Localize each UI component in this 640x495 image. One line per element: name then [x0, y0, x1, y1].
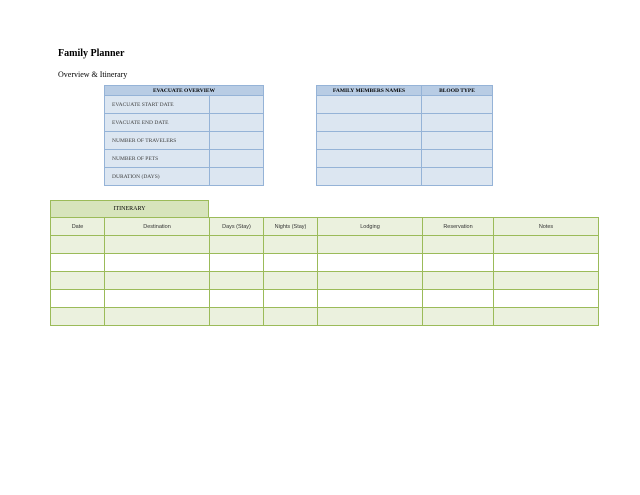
notes-cell[interactable] [493, 289, 599, 308]
nights-stay-cell[interactable] [263, 307, 318, 326]
family-member-name-cell[interactable] [316, 95, 422, 114]
nights-stay-cell[interactable] [263, 253, 318, 272]
reservation-cell[interactable] [422, 235, 494, 254]
blood-type-cell[interactable] [421, 95, 493, 114]
destination-cell[interactable] [104, 253, 210, 272]
number-of-travelers-label: NUMBER OF TRAVELERS [104, 131, 210, 150]
number-of-pets-field[interactable] [209, 149, 264, 168]
duration-days-field[interactable] [209, 167, 264, 186]
table-row: NUMBER OF PETS [104, 149, 264, 168]
blood-type-cell[interactable] [421, 149, 493, 168]
nights-stay-cell[interactable] [263, 289, 318, 308]
reservation-cell[interactable] [422, 307, 494, 326]
date-cell[interactable] [50, 307, 105, 326]
table-row [316, 167, 493, 186]
date-cell[interactable] [50, 235, 105, 254]
notes-column-header: Notes [493, 217, 599, 236]
destination-cell[interactable] [104, 289, 210, 308]
table-row [50, 271, 599, 290]
notes-cell[interactable] [493, 253, 599, 272]
family-member-name-cell[interactable] [316, 149, 422, 168]
notes-cell[interactable] [493, 235, 599, 254]
family-members-table: FAMILY MEMBERS NAMES BLOOD TYPE [316, 85, 493, 186]
number-of-pets-label: NUMBER OF PETS [104, 149, 210, 168]
itinerary-table: Date Destination Days (Stay) Nights (Sta… [50, 217, 599, 326]
family-member-name-cell[interactable] [316, 167, 422, 186]
blood-type-cell[interactable] [421, 167, 493, 186]
notes-cell[interactable] [493, 271, 599, 290]
family-member-name-cell[interactable] [316, 113, 422, 132]
table-row [50, 235, 599, 254]
nights-stay-cell[interactable] [263, 235, 318, 254]
date-cell[interactable] [50, 271, 105, 290]
lodging-cell[interactable] [317, 253, 423, 272]
family-members-names-header: FAMILY MEMBERS NAMES [316, 85, 422, 96]
evacuate-overview-table: EVACUATE OVERVIEW EVACUATE START DATE EV… [104, 85, 264, 186]
days-stay-cell[interactable] [209, 235, 264, 254]
reservation-cell[interactable] [422, 271, 494, 290]
table-row: NUMBER OF TRAVELERS [104, 131, 264, 150]
days-stay-cell[interactable] [209, 253, 264, 272]
number-of-travelers-field[interactable] [209, 131, 264, 150]
table-row [50, 253, 599, 272]
duration-days-label: DURATION (DAYS) [104, 167, 210, 186]
evacuate-overview-heading: EVACUATE OVERVIEW [104, 85, 264, 96]
days-stay-column-header: Days (Stay) [209, 217, 264, 236]
date-column-header: Date [50, 217, 105, 236]
reservation-cell[interactable] [422, 289, 494, 308]
days-stay-cell[interactable] [209, 307, 264, 326]
nights-stay-column-header: Nights (Stay) [263, 217, 318, 236]
blood-type-cell[interactable] [421, 131, 493, 150]
table-row [316, 113, 493, 132]
blood-type-cell[interactable] [421, 113, 493, 132]
family-member-name-cell[interactable] [316, 131, 422, 150]
evacuate-end-date-field[interactable] [209, 113, 264, 132]
table-row [316, 95, 493, 114]
table-row [50, 307, 599, 326]
table-row: DURATION (DAYS) [104, 167, 264, 186]
table-row: EVACUATE END DATE [104, 113, 264, 132]
page-subtitle: Overview & Itinerary [58, 70, 128, 79]
date-cell[interactable] [50, 253, 105, 272]
destination-cell[interactable] [104, 307, 210, 326]
nights-stay-cell[interactable] [263, 271, 318, 290]
destination-cell[interactable] [104, 235, 210, 254]
days-stay-cell[interactable] [209, 271, 264, 290]
lodging-cell[interactable] [317, 307, 423, 326]
lodging-cell[interactable] [317, 271, 423, 290]
itinerary-heading: ITINERARY [50, 200, 209, 217]
destination-column-header: Destination [104, 217, 210, 236]
lodging-column-header: Lodging [317, 217, 423, 236]
blood-type-header: BLOOD TYPE [421, 85, 493, 96]
notes-cell[interactable] [493, 307, 599, 326]
date-cell[interactable] [50, 289, 105, 308]
evacuate-end-date-label: EVACUATE END DATE [104, 113, 210, 132]
lodging-cell[interactable] [317, 289, 423, 308]
reservation-column-header: Reservation [422, 217, 494, 236]
lodging-cell[interactable] [317, 235, 423, 254]
table-row [50, 289, 599, 308]
evacuate-start-date-label: EVACUATE START DATE [104, 95, 210, 114]
table-row: EVACUATE START DATE [104, 95, 264, 114]
table-row [316, 149, 493, 168]
destination-cell[interactable] [104, 271, 210, 290]
evacuate-start-date-field[interactable] [209, 95, 264, 114]
reservation-cell[interactable] [422, 253, 494, 272]
page-title: Family Planner [58, 48, 125, 59]
days-stay-cell[interactable] [209, 289, 264, 308]
table-row [316, 131, 493, 150]
